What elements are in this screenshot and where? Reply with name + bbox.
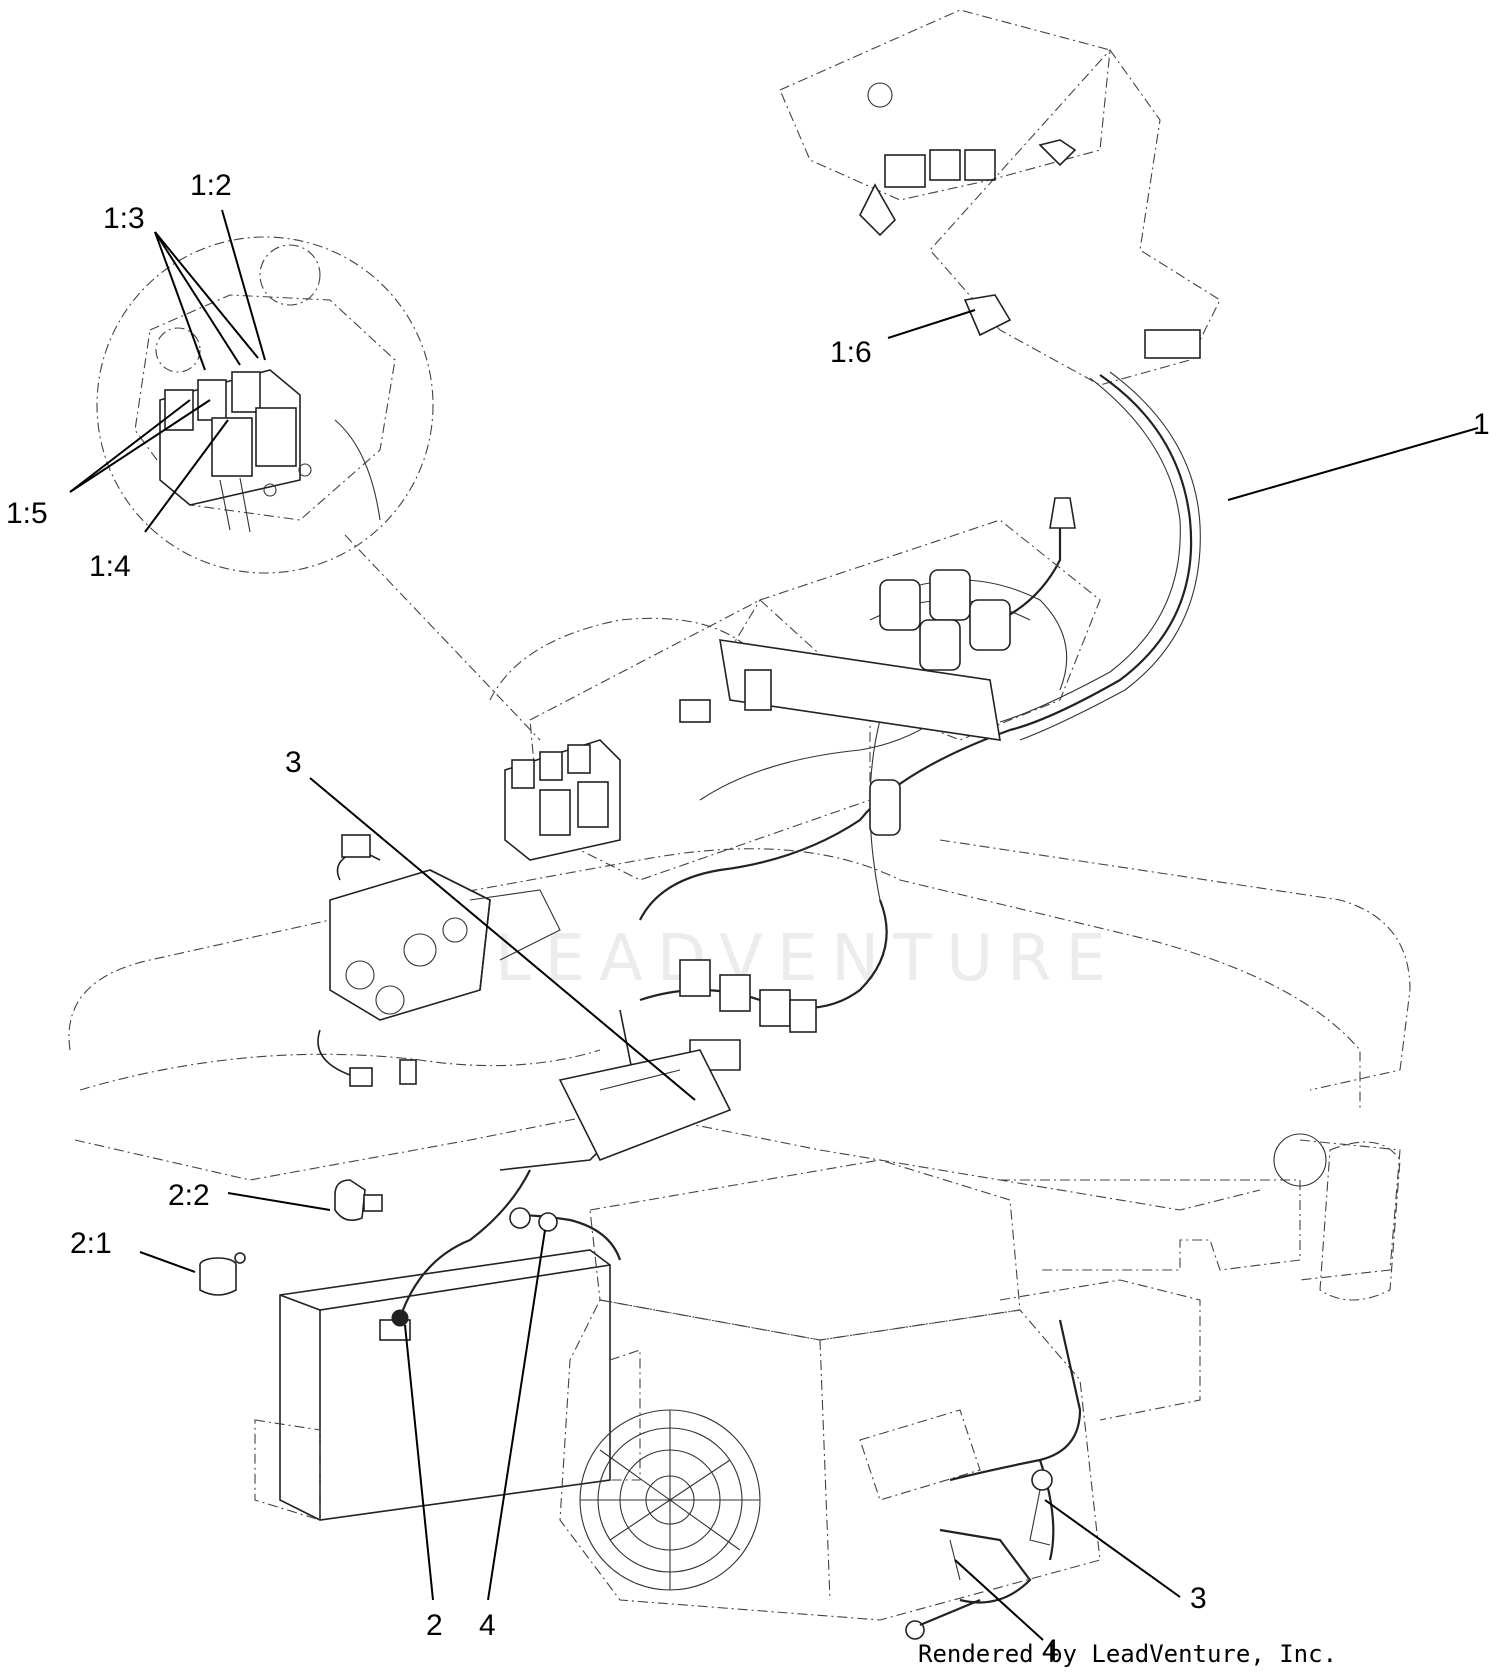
relay-block-detail [159, 369, 381, 533]
terminal-boot [334, 1179, 383, 1221]
credit-text: Rendered by LeadVenture, Inc. [918, 1640, 1337, 1668]
callout-1: 1 [1473, 408, 1490, 441]
callout-4-left: 4 [479, 1609, 496, 1642]
callout-1-6: 1:6 [830, 336, 872, 369]
control-panel [779, 9, 1221, 386]
callout-labels: 1:3 1:2 1:6 1 1:5 1:4 3 2:2 2:1 2 4 3 4 [6, 169, 1490, 1667]
watermark-text: LEADVENTURE [495, 922, 1120, 996]
callout-2-1: 2:1 [70, 1227, 112, 1260]
leader-lines [69, 209, 1479, 1641]
callout-1-5: 1:5 [6, 497, 48, 530]
engine [559, 1159, 1201, 1621]
connector-cluster [499, 959, 817, 1171]
detail-inset [96, 236, 541, 741]
callout-2-2: 2:2 [168, 1179, 210, 1212]
valve-block [317, 834, 561, 1087]
relay-block [504, 739, 621, 861]
callout-1-3: 1:3 [103, 202, 145, 235]
callout-1-2: 1:2 [190, 169, 232, 202]
callout-3-top: 3 [285, 746, 302, 779]
terminal-cap [199, 1252, 246, 1296]
callout-4-bottom: 4 [1042, 1634, 1059, 1667]
battery [254, 1249, 641, 1521]
callout-2: 2 [426, 1609, 443, 1642]
callout-3-bottom: 3 [1190, 1582, 1207, 1615]
wire-harness [639, 371, 1201, 1010]
callout-1-4: 1:4 [89, 550, 131, 583]
mower-frame [68, 519, 1411, 1301]
solenoid-valves [679, 569, 1011, 836]
engine-ground-wires [905, 1319, 1082, 1640]
battery-cables [398, 1169, 622, 1319]
